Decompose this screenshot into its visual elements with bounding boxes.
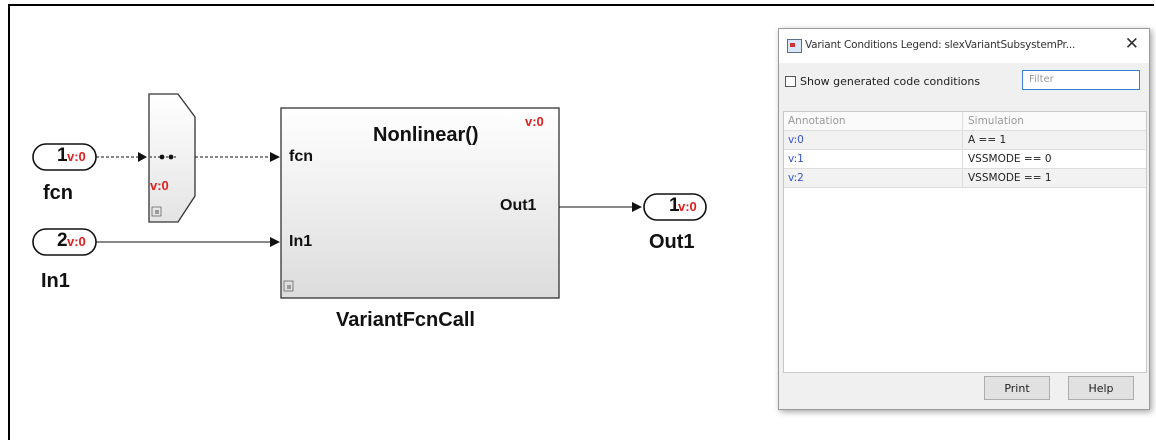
subsystem-variant-tag: v:0	[525, 114, 544, 129]
filter-input[interactable]: Filter	[1022, 70, 1140, 90]
mux-subsystem-icon-inner	[155, 210, 159, 214]
simulink-icon	[787, 39, 802, 53]
subsystem-input-fcn-label: fcn	[289, 148, 313, 165]
inport-fcn-label: fcn	[43, 182, 73, 204]
outport-variant-tag: v:0	[678, 199, 697, 214]
simulation-cell: VSSMODE == 1	[968, 172, 1052, 184]
annotation-cell[interactable]: v:0	[788, 134, 804, 146]
help-button[interactable]: Help	[1068, 376, 1134, 400]
dialog-title-bar[interactable]: Variant Conditions Legend: slexVariantSu…	[779, 29, 1149, 63]
outport-number: 1	[669, 195, 680, 216]
mux-variant-tag: v:0	[150, 178, 169, 193]
simulation-cell: A == 1	[968, 134, 1007, 146]
variant-legend-dialog[interactable]: Variant Conditions Legend: slexVariantSu…	[778, 28, 1150, 410]
model-canvas-frame	[8, 4, 1154, 440]
arrow-head-outport	[632, 202, 642, 212]
annotation-cell[interactable]: v:1	[788, 153, 804, 165]
subsystem-input-in1-label: In1	[289, 233, 313, 250]
mux-subsystem-icon	[151, 206, 162, 217]
show-generated-code-row[interactable]: Show generated code conditions	[785, 71, 980, 91]
simulation-cell: VSSMODE == 0	[968, 153, 1052, 165]
variant-subsystem-block[interactable]	[280, 107, 560, 299]
inport-fcn-number: 1	[57, 145, 68, 166]
close-icon[interactable]: ✕	[1124, 34, 1139, 54]
dialog-title: Variant Conditions Legend: slexVariantSu…	[805, 39, 1076, 51]
arrow-head-subsystem-in1	[270, 237, 280, 247]
column-header-annotation[interactable]: Annotation	[788, 115, 846, 127]
inport-fcn-variant-tag: v:0	[67, 149, 86, 164]
table-row[interactable]: v:1 VSSMODE == 0	[784, 150, 1146, 169]
column-header-simulation[interactable]: Simulation	[968, 115, 1024, 127]
outport-out1-block[interactable]	[643, 193, 707, 221]
subsystem-title: Nonlinear()	[373, 124, 479, 146]
inport-in1-variant-tag: v:0	[67, 234, 86, 249]
arrow-head-mux-in	[138, 152, 147, 162]
print-button[interactable]: Print	[984, 376, 1050, 400]
table-row[interactable]: v:0 A == 1	[784, 131, 1146, 150]
annotation-cell[interactable]: v:2	[788, 172, 804, 184]
subsystem-output-out1-label: Out1	[500, 197, 537, 214]
subsystem-name-label: VariantFcnCall	[336, 309, 475, 331]
inport-in1-label: In1	[41, 270, 70, 292]
show-generated-code-checkbox[interactable]	[785, 75, 796, 87]
subsystem-icon	[283, 280, 294, 292]
legend-table: Annotation Simulation v:0 A == 1 v:1 VSS…	[783, 111, 1147, 373]
show-generated-code-label: Show generated code conditions	[800, 74, 981, 88]
column-divider	[962, 112, 963, 188]
arrow-head-subsystem-fcn	[270, 152, 280, 162]
subsystem-icon-inner	[287, 285, 291, 289]
outport-label: Out1	[649, 231, 695, 253]
inport-in1-number: 2	[57, 230, 68, 251]
table-header-row: Annotation Simulation	[784, 112, 1146, 131]
table-row[interactable]: v:2 VSSMODE == 1	[784, 169, 1146, 188]
